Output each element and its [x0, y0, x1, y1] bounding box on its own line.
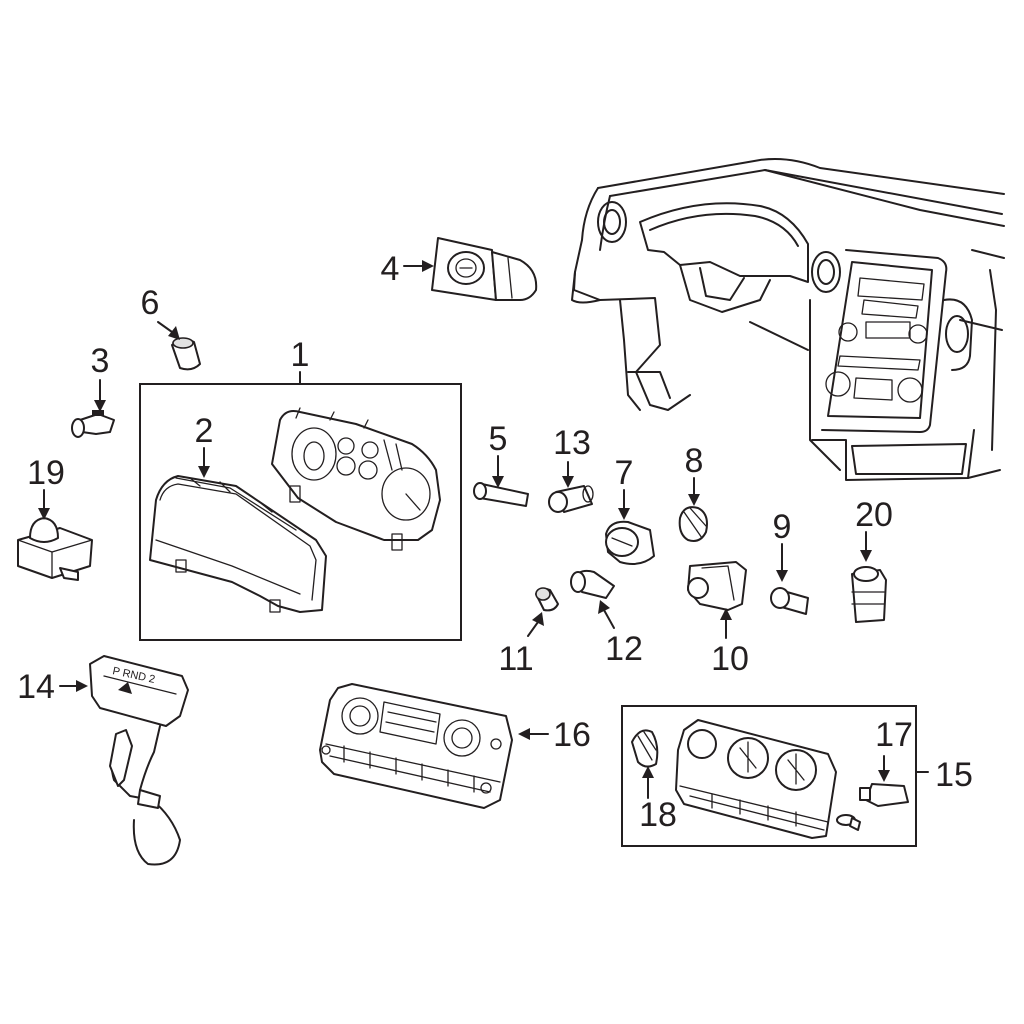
part-3-bulb-socket[interactable] — [71, 410, 115, 438]
callout-12[interactable]: 12 — [605, 630, 643, 668]
part-12-bulb[interactable] — [570, 569, 615, 599]
callout-16[interactable]: 16 — [553, 716, 591, 754]
callout-7[interactable]: 7 — [615, 454, 634, 492]
callout-9[interactable]: 9 — [773, 508, 792, 546]
callout-1[interactable]: 1 — [291, 336, 310, 374]
callout-3[interactable]: 3 — [91, 342, 110, 380]
part-17-switch[interactable] — [859, 783, 909, 807]
part-19-sensor[interactable] — [17, 517, 93, 581]
part-6-bulb[interactable] — [171, 337, 201, 371]
part-15-screw[interactable] — [836, 814, 861, 831]
part-7-knob[interactable] — [605, 520, 655, 565]
dashboard-outline — [571, 158, 1005, 481]
part-1-instrument-cluster[interactable] — [271, 407, 441, 551]
assembly-box-15 — [621, 705, 917, 847]
callout-6[interactable]: 6 — [141, 284, 160, 322]
part-10-switch-housing[interactable] — [687, 561, 747, 611]
callout-11[interactable]: 11 — [498, 640, 533, 678]
part-13-bulb[interactable] — [548, 485, 594, 513]
part-4-headlamp-switch[interactable] — [431, 237, 538, 301]
part-15-climate-control-assembly[interactable] — [675, 719, 837, 839]
part-18-knob[interactable] — [631, 729, 659, 768]
callout-labels: 1 2 3 4 5 6 7 8 9 10 11 12 13 14 15 16 1… — [17, 250, 973, 834]
leader-lines — [38, 260, 929, 799]
callout-17[interactable]: 17 — [875, 716, 913, 754]
callout-4[interactable]: 4 — [381, 250, 400, 288]
callout-18[interactable]: 18 — [639, 796, 677, 834]
callout-8[interactable]: 8 — [685, 442, 704, 480]
part-9-bulb[interactable] — [770, 587, 809, 615]
part-11-cap[interactable] — [535, 587, 559, 612]
callout-20[interactable]: 20 — [855, 496, 893, 534]
callout-13[interactable]: 13 — [553, 424, 591, 462]
part-20-switch[interactable] — [851, 566, 887, 623]
part-2-cluster-lens[interactable] — [149, 475, 327, 613]
callout-10[interactable]: 10 — [711, 640, 749, 678]
callout-14[interactable]: 14 — [17, 668, 55, 706]
part-8-knob[interactable] — [678, 506, 708, 542]
callout-19[interactable]: 19 — [27, 454, 65, 492]
part-16-climate-control[interactable] — [319, 683, 513, 809]
part-5-bulb[interactable] — [473, 482, 529, 507]
part-14-gear-indicator[interactable]: P RND 2 — [89, 655, 189, 866]
callout-5[interactable]: 5 — [489, 420, 508, 458]
callout-15[interactable]: 15 — [935, 756, 973, 794]
callout-2[interactable]: 2 — [195, 412, 214, 450]
